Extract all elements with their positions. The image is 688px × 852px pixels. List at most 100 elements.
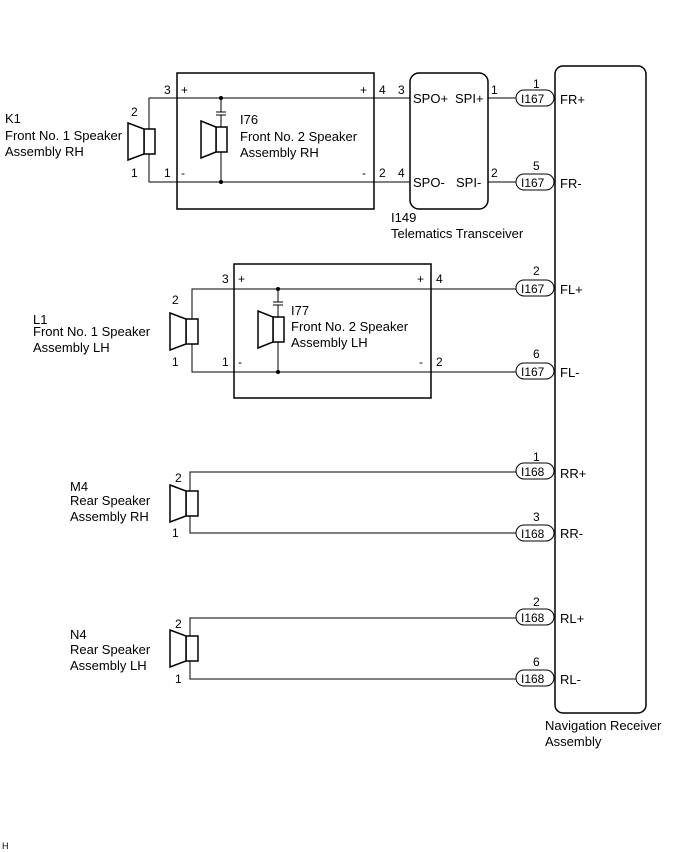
connector-label: I167	[521, 282, 545, 296]
l1-wire-bottom	[191, 344, 234, 373]
navigation-receiver-name-1: Navigation Receiver	[545, 718, 662, 733]
k1-name-1: Front No. 1 Speaker	[5, 128, 123, 143]
connector-label: I167	[521, 92, 545, 106]
i76-code: I76	[240, 112, 258, 127]
i149-code: I149	[391, 210, 416, 225]
l1-wire-top	[191, 288, 234, 319]
i149-box	[409, 72, 489, 210]
i77-code: I77	[291, 303, 309, 318]
nav-pin-rl-minus: 6	[533, 655, 540, 669]
nav-pin-fr-plus: 1	[533, 77, 540, 91]
terminal-rr-plus: RR+	[560, 466, 586, 481]
i76-pin-left-bottom: 1	[164, 166, 171, 180]
i149-pin-right-bottom: 2	[491, 166, 498, 180]
i76-plus-right: +	[360, 83, 367, 97]
n4-wire-top	[189, 617, 555, 636]
i149-spi-minus: SPI-	[456, 175, 481, 190]
connector-i168-rl-minus	[515, 669, 555, 687]
connector-label: I168	[521, 611, 545, 625]
navigation-receiver-name-2: Assembly	[545, 734, 602, 749]
m4-pin-top: 2	[175, 471, 182, 485]
i149-pin-left-top: 3	[398, 83, 405, 97]
connector-i167-fr-plus	[515, 89, 555, 107]
m4-name-1: Rear Speaker	[70, 493, 151, 508]
i77-name-2: Assembly LH	[291, 335, 368, 350]
i77-plus-right: +	[417, 272, 424, 286]
n4-speaker-icon	[169, 628, 199, 669]
i76-minus-left: -	[181, 166, 185, 180]
i76-pin-right-bottom: 2	[379, 166, 386, 180]
connector-i167-fr-minus	[515, 173, 555, 191]
connector-i168-rr-plus	[515, 462, 555, 480]
i77-pin-right-top: 4	[436, 272, 443, 286]
i76-name-1: Front No. 2 Speaker	[240, 129, 358, 144]
k1-speaker-icon	[127, 121, 156, 162]
m4-speaker-icon	[169, 483, 199, 524]
nav-pin-rr-plus: 1	[533, 450, 540, 464]
l1-speaker-icon	[169, 311, 199, 352]
connector-label: I168	[521, 465, 545, 479]
i76-box	[176, 72, 375, 210]
front-lh-circuit: L1 Front No. 1 Speaker Assembly LH 2 1 3…	[33, 263, 555, 399]
n4-pin-bottom: 1	[175, 672, 182, 686]
connector-i168-rr-minus	[515, 524, 555, 542]
n4-name-2: Assembly LH	[70, 658, 147, 673]
nav-pin-fr-minus: 5	[533, 159, 540, 173]
terminal-fr-plus: FR+	[560, 92, 585, 107]
front-rh-circuit: K1 Front No. 1 Speaker Assembly RH 2 1 3…	[5, 72, 555, 241]
i76-pin-right-top: 4	[379, 83, 386, 97]
nav-pin-fl-minus: 6	[533, 347, 540, 361]
connector-label: I167	[521, 176, 545, 190]
n4-pin-top: 2	[175, 617, 182, 631]
m4-pin-bottom: 1	[172, 526, 179, 540]
i77-plus-left: +	[238, 272, 245, 286]
connector-label: I167	[521, 365, 545, 379]
i77-box	[233, 263, 432, 399]
navigation-receiver-box	[554, 65, 647, 714]
i77-pin-left-bottom: 1	[222, 355, 229, 369]
k1-name-2: Assembly RH	[5, 144, 84, 159]
terminal-rl-minus: RL-	[560, 672, 581, 687]
i77-speaker-icon	[257, 309, 285, 350]
i149-pin-left-bottom: 4	[398, 166, 405, 180]
nav-pin-rr-minus: 3	[533, 510, 540, 524]
i149-spo-plus: SPO+	[413, 91, 448, 106]
m4-wire-top	[189, 471, 555, 491]
i149-pin-right-top: 1	[491, 83, 498, 97]
m4-code: M4	[70, 479, 88, 494]
i76-speaker-icon	[200, 119, 228, 160]
n4-name-1: Rear Speaker	[70, 642, 151, 657]
terminal-fl-minus: FL-	[560, 365, 580, 380]
l1-name-1: Front No. 1 Speaker	[33, 324, 151, 339]
rear-rh-circuit: M4 Rear Speaker Assembly RH 2 1	[70, 471, 555, 540]
nav-pin-fl-plus: 2	[533, 264, 540, 278]
i77-minus-left: -	[238, 355, 242, 369]
terminal-fr-minus: FR-	[560, 176, 582, 191]
i76-minus-right: -	[362, 166, 366, 180]
l1-name-2: Assembly LH	[33, 340, 110, 355]
k1-wire-top	[148, 97, 177, 129]
k1-pin-bottom: 1	[131, 166, 138, 180]
i77-pin-right-bottom: 2	[436, 355, 443, 369]
connector-label: I168	[521, 672, 545, 686]
i76-plus-left: +	[181, 83, 188, 97]
nav-connectors: 1 I167 FR+ 5 I167 FR- 2 I167 FL+ 6 I167 …	[515, 77, 586, 687]
connector-i167-fl-plus	[515, 279, 555, 297]
i77-pin-left-top: 3	[222, 272, 229, 286]
i76-pin-left-top: 3	[164, 83, 171, 97]
n4-wire-bottom	[189, 661, 555, 680]
l1-pin-top: 2	[172, 293, 179, 307]
connector-label: I168	[521, 527, 545, 541]
l1-pin-bottom: 1	[172, 355, 179, 369]
connector-i167-fl-minus	[515, 362, 555, 380]
i77-name-1: Front No. 2 Speaker	[291, 319, 409, 334]
i76-name-2: Assembly RH	[240, 145, 319, 160]
n4-code: N4	[70, 627, 87, 642]
connector-i168-rl-plus	[515, 608, 555, 626]
i77-minus-right: -	[419, 355, 423, 369]
k1-pin-top: 2	[131, 105, 138, 119]
terminal-rr-minus: RR-	[560, 526, 583, 541]
nav-pin-rl-plus: 2	[533, 595, 540, 609]
k1-wire-bottom	[148, 154, 177, 183]
